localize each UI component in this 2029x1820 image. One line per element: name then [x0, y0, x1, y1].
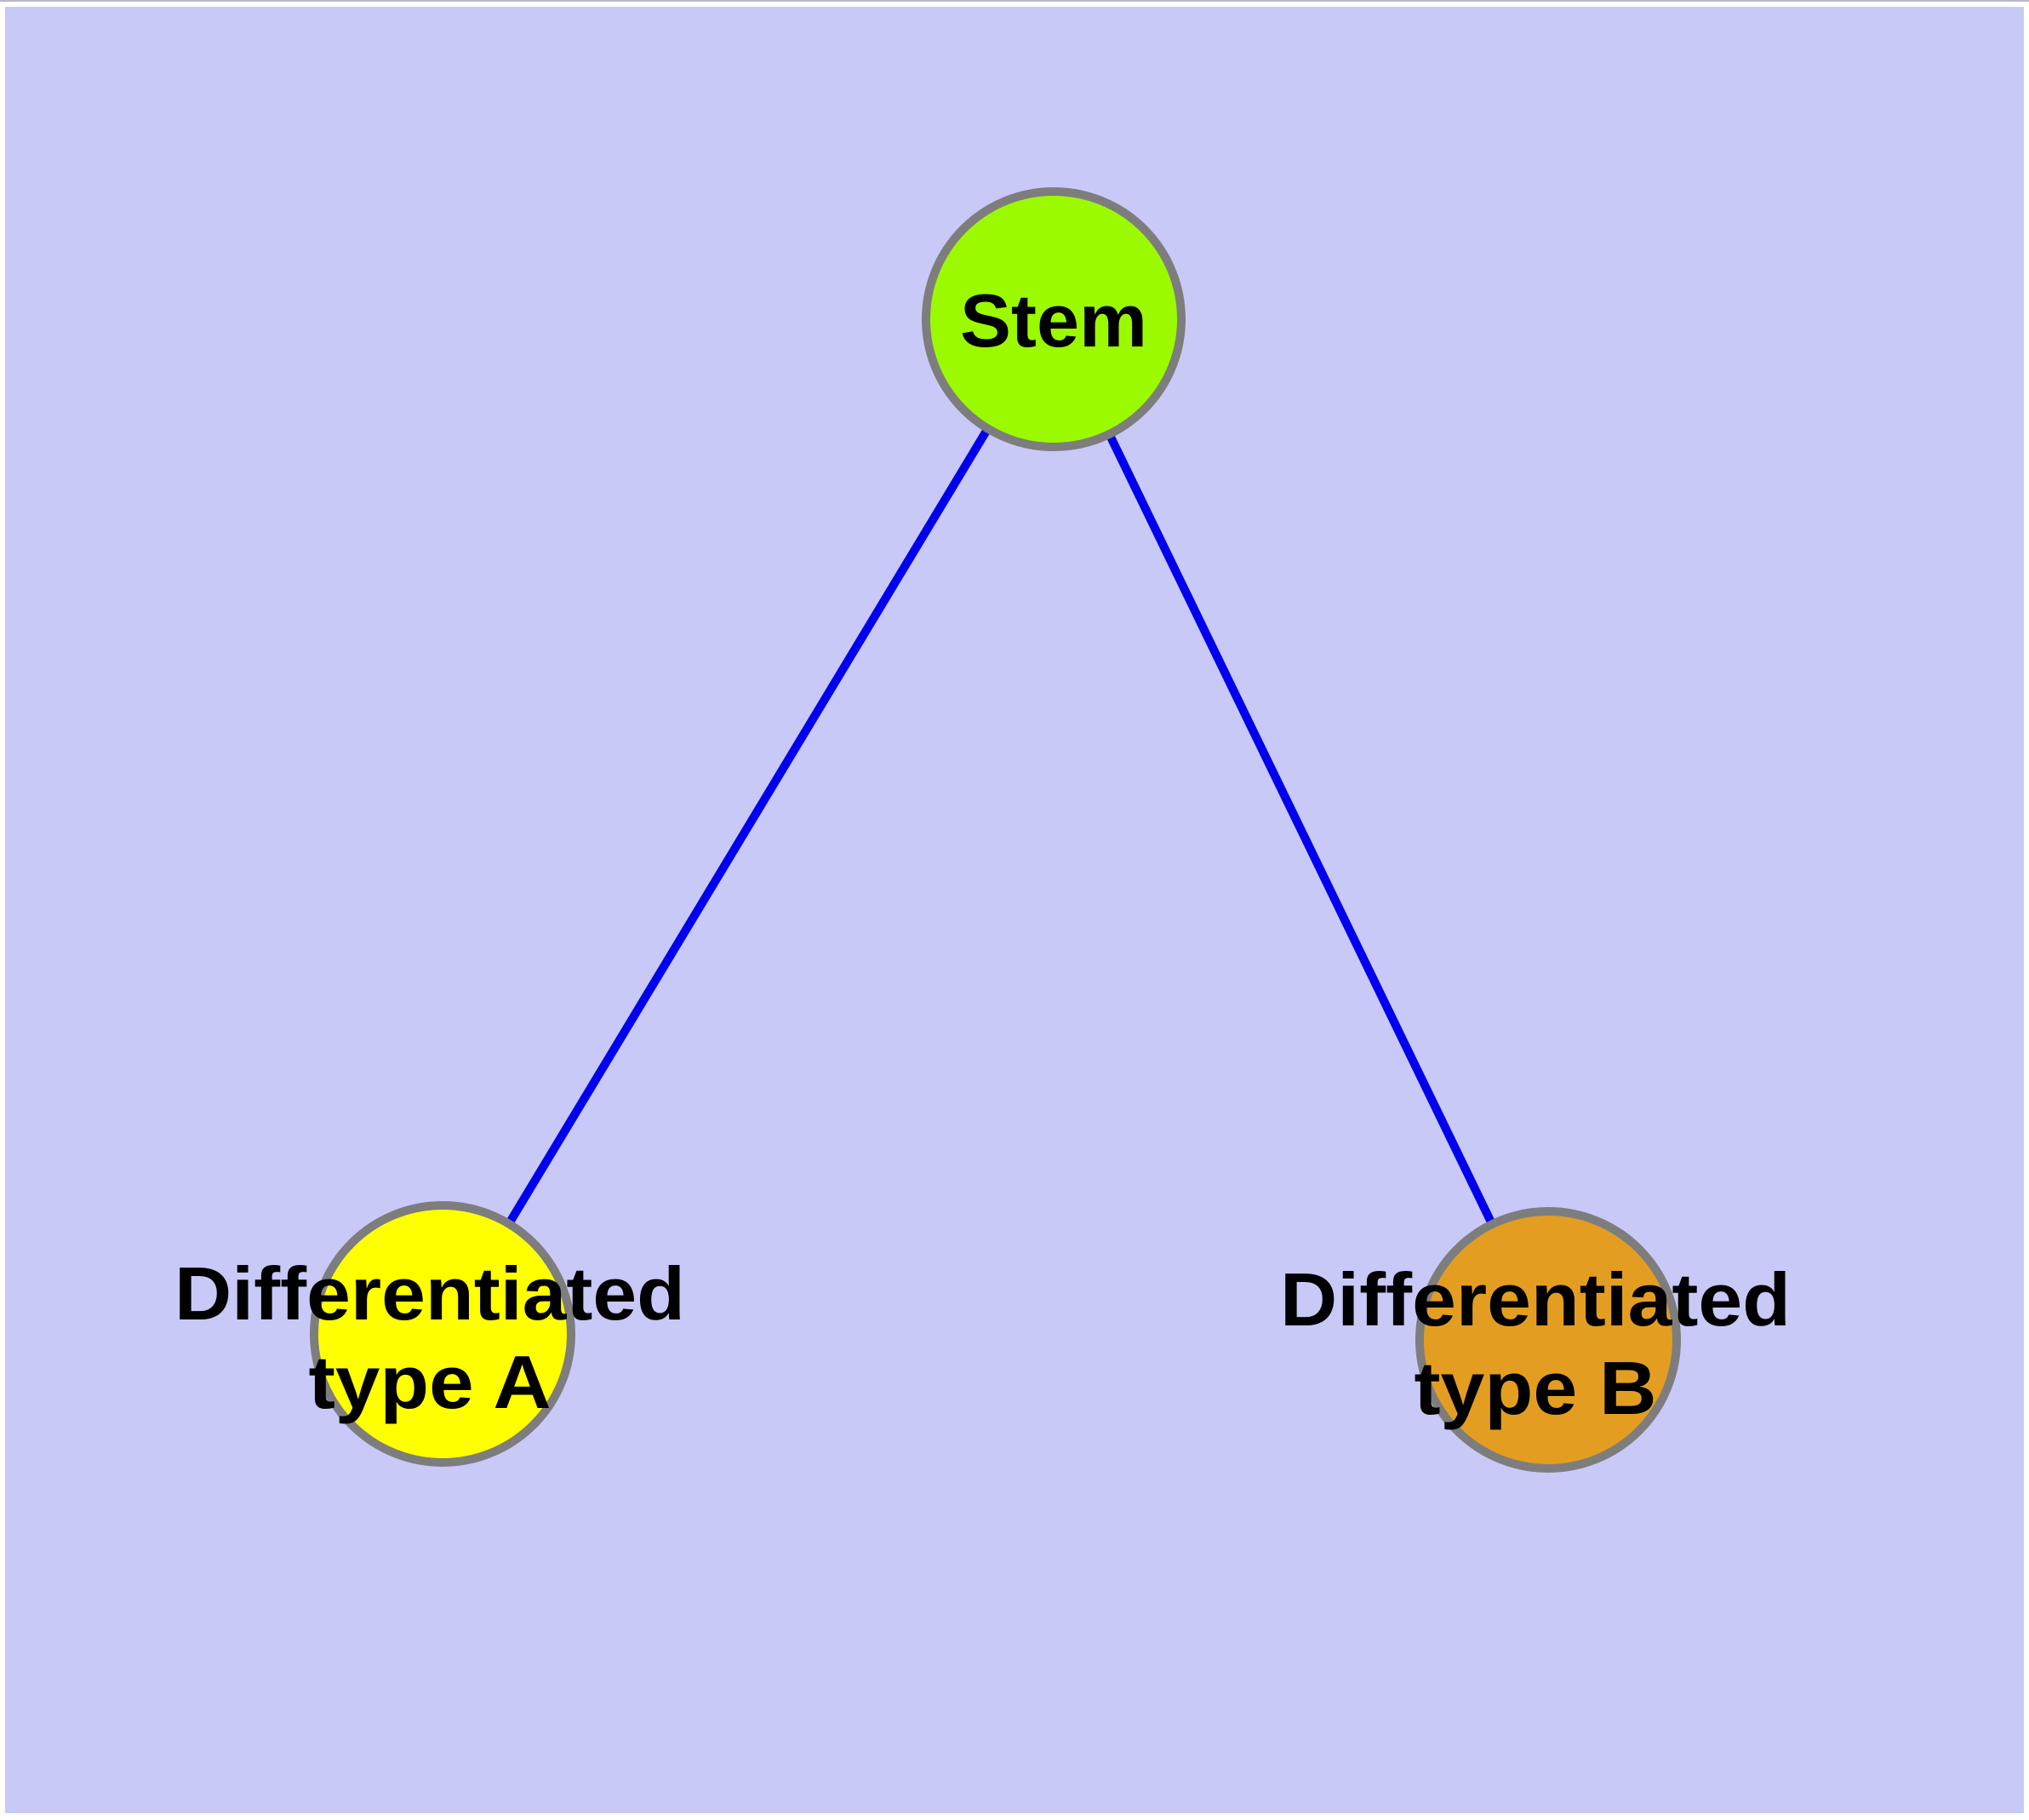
node-stem: Stem: [922, 187, 1186, 451]
node-stem-circle: [922, 187, 1186, 451]
node-type-a-circle: [310, 1201, 575, 1467]
node-type-b-label-line2: type B: [1415, 1346, 1657, 1430]
node-type-a-label-line2: type A: [309, 1340, 552, 1424]
node-type-a: Differentiated type A: [174, 1201, 685, 1467]
node-type-b-label-line1: Differentiated: [1280, 1257, 1791, 1342]
node-stem-label: Stem: [960, 278, 1147, 363]
edge-stem-to-type-a: [438, 317, 1058, 1336]
node-type-a-label-line1: Differentiated: [174, 1251, 685, 1336]
edge-stem-to-type-b: [1049, 317, 1552, 1342]
node-type-b: Differentiated type B: [1280, 1207, 1791, 1473]
node-type-b-circle: [1415, 1207, 1681, 1473]
